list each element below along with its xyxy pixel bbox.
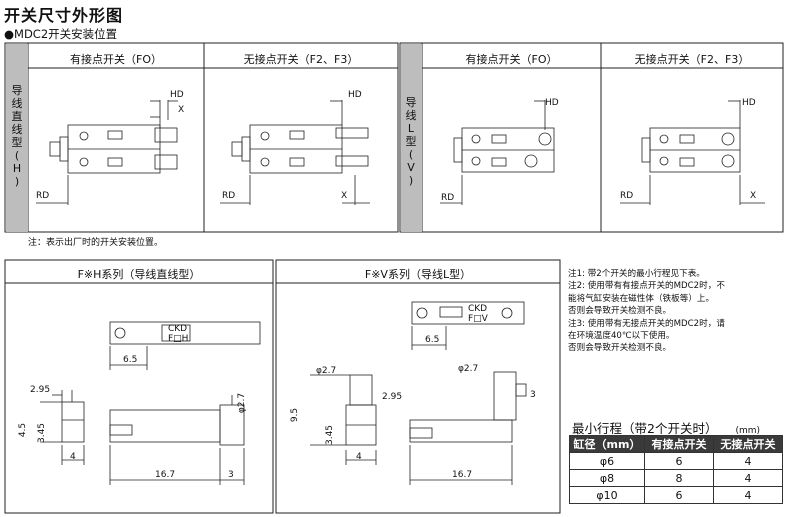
note-line: 注3: 使用带有无接点开关的MDC2时，请	[568, 318, 725, 329]
h-dim-2-95: 2.95	[30, 385, 51, 395]
v-series-drawing	[310, 301, 527, 485]
dim-rd-4: RD	[620, 191, 634, 201]
table-header: 无接点开关	[713, 435, 783, 453]
note-line: 注2: 使用带有有接点开关的MDC2时，不	[568, 281, 725, 292]
label-band-straight	[6, 44, 28, 232]
dim-hd-1: HD	[170, 90, 184, 100]
v-dim-phi-2-7-b: φ2.7	[458, 364, 479, 374]
dim-rd-3: RD	[441, 193, 455, 203]
note-line: 在环境温度40℃以下使用。	[568, 331, 675, 342]
header-f2f3-l: 无接点开关（F2、F3）	[634, 53, 750, 66]
v-dim-6-5: 6.5	[425, 335, 440, 345]
h-dim-phi-2-7: φ2.7	[237, 392, 248, 414]
notes-block: 注1: 带2个开关的最小行程见下表。 注2: 使用带有有接点开关的MDC2时，不…	[568, 268, 725, 355]
label-band-l	[401, 44, 422, 232]
cylinder-drawing-2	[220, 100, 370, 205]
v-dim-3-45: 3.45	[325, 424, 336, 446]
h-series-drawing	[40, 321, 261, 485]
dim-x-4: X	[750, 191, 757, 201]
h-dim-6-5: 6.5	[123, 355, 138, 365]
dim-x-1: X	[178, 105, 185, 115]
frame-v-series	[275, 259, 561, 514]
page-title: 开关尺寸外形图	[4, 6, 124, 25]
note-line: 否则会导致开关检测不良。	[568, 306, 672, 317]
label-fv: F□V	[468, 314, 488, 324]
h-dim-3-45: 3.45	[37, 422, 48, 444]
label-fh: F□H	[168, 334, 189, 344]
dim-rd-1: RD	[36, 191, 50, 201]
h-series-title: F※H系列（导线直线型）	[77, 268, 201, 281]
dim-hd-4: HD	[742, 98, 756, 108]
min-stroke-unit: (mm)	[735, 426, 761, 436]
header-f2f3-straight: 无接点开关（F2、F3）	[243, 53, 359, 66]
header-fo-straight: 有接点开关（FO）	[70, 53, 162, 66]
v-dim-3: 3	[530, 390, 536, 400]
h-dim-4: 4	[70, 452, 76, 462]
page-subtitle: ●MDC2开关安装位置	[4, 27, 118, 41]
label-ckd-h: CKD	[168, 324, 188, 334]
dim-hd-3: HD	[545, 98, 559, 108]
frame-h-series	[4, 259, 274, 514]
v-series-title: F※V系列（导线L型）	[364, 268, 472, 281]
header-fo-l: 有接点开关（FO）	[465, 53, 558, 66]
note-line: 否则会导致开关检测不良。	[568, 343, 672, 354]
frame-l	[399, 42, 784, 233]
note-line: 注1: 带2个开关的最小行程见下表。	[568, 269, 705, 279]
dim-rd-2: RD	[222, 191, 236, 201]
note-line: 能将气缸安装在磁性体（铁板等）上。	[568, 293, 715, 304]
table-header: 缸径（mm）	[569, 435, 645, 453]
factory-position-note: 注：表示出厂时的开关安装位置。	[28, 238, 164, 248]
h-dim-3: 3	[228, 470, 234, 480]
cylinder-drawing-4	[620, 100, 765, 205]
h-dim-4-5: 4.5	[18, 422, 29, 438]
label-ckd-v: CKD	[468, 304, 488, 314]
h-dim-16-7: 16.7	[155, 470, 176, 480]
table-header: 有接点开关	[644, 435, 714, 453]
v-dim-phi-2-7-a: φ2.7	[316, 366, 337, 376]
v-dim-2-95: 2.95	[382, 392, 403, 402]
v-dim-4: 4	[356, 452, 362, 462]
v-dim-9-5: 9.5	[290, 407, 301, 423]
cylinder-drawing-3	[440, 100, 555, 205]
cylinder-drawing-1	[36, 100, 178, 205]
dim-hd-2: HD	[348, 90, 362, 100]
min-stroke-title: 最小行程（带2个开关时）(mm)	[572, 421, 761, 436]
dim-x-2: X	[341, 191, 348, 201]
v-dim-16-7: 16.7	[452, 470, 473, 480]
straight-type-label: 导线直线型 (H)	[11, 84, 23, 188]
frame-straight	[4, 42, 399, 233]
